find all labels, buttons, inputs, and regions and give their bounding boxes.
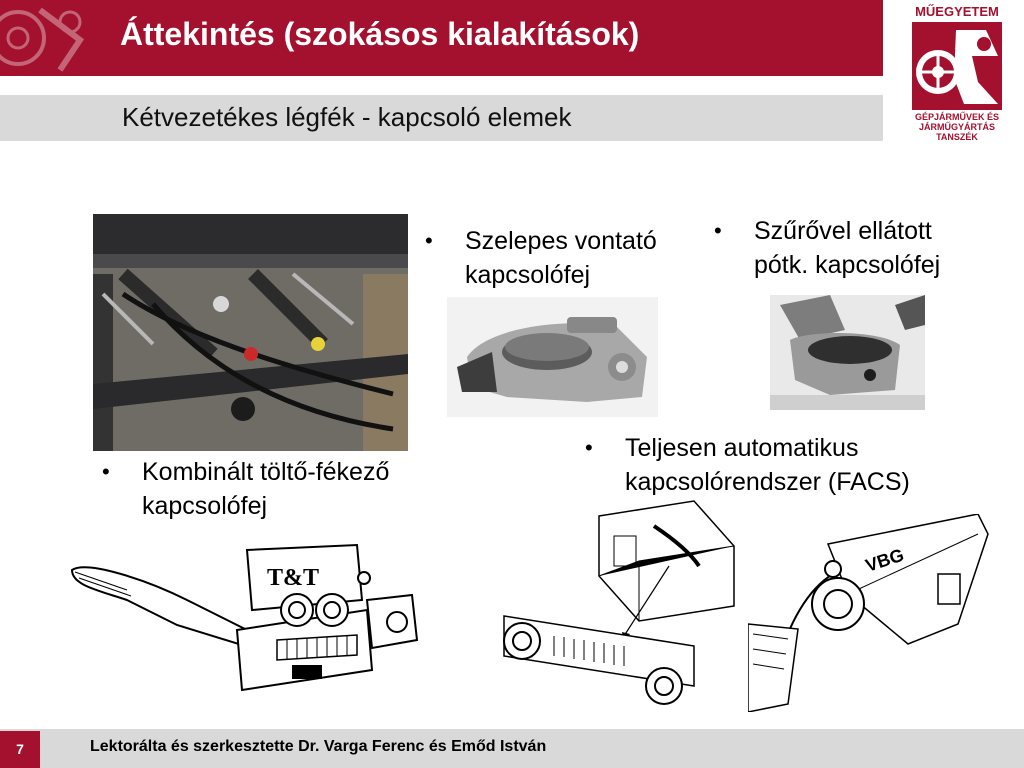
bullet-text: Szelepes vontató kapcsolófej [465,224,657,292]
bullet-facs: • Teljesen automatikus kapcsolórendszer … [585,431,985,501]
bullet-marker: • [714,218,722,243]
footer-bar: Lektorálta és szerkesztette Dr. Varga Fe… [0,729,1024,768]
bullet-line-2: pótk. kapcsolófej [754,251,941,279]
vbg-coupling-drawing: VBG [748,514,994,712]
logo-title: MŰEGYETEM [915,4,999,19]
chassis-photo [93,214,408,451]
bullet-text: Szűrővel ellátott pótk. kapcsolófej [754,214,940,282]
title-bar: Áttekintés (szokásos kialakítások) [0,0,883,76]
bullet-line-1: Szűrővel ellátott [754,217,932,245]
bullet-line-2: kapcsolófej [142,492,268,520]
bullet-filter-head: • Szűrővel ellátott pótk. kapcsolófej [714,214,1014,284]
tt-logo-mark: T&T [267,565,319,591]
bullet-combined-head: • Kombinált töltő-fékező kapcsolófej [102,455,442,525]
bullet-valve-head: • Szelepes vontató kapcsolófej [425,224,725,294]
logo-line-1: GÉPJÁRMŰVEK ÉS [914,112,1000,122]
bullet-marker: • [585,435,593,460]
facs-drawing [494,496,740,711]
bullet-line-2: kapcsolórendszer (FACS) [625,468,910,496]
vehicle-watermark-icon [0,7,85,72]
page-subtitle: Kétvezetékes légfék - kapcsoló elemek [122,102,572,132]
logo-emblem-icon [912,22,1002,110]
logo-line-3: TANSZÉK [936,132,978,142]
combined-coupling-drawing: T&T [67,540,437,712]
bullet-line-2: kapcsolófej [465,261,591,289]
filtered-coupling-photo [770,295,925,410]
bullet-line-1: Teljesen automatikus [625,434,859,462]
bullet-line-1: Kombinált töltő-fékező [142,458,390,486]
bullet-text: Kombinált töltő-fékező kapcsolófej [142,455,389,523]
footer-credit: Lektorálta és szerkesztette Dr. Varga Fe… [90,738,547,755]
university-logo: MŰEGYETEM GÉPJÁRMŰVEK ÉS JÁRMŰGYÁRTÁS TA… [908,2,1006,142]
logo-line-2: JÁRMŰGYÁRTÁS [918,122,995,132]
subtitle-bar: Kétvezetékes légfék - kapcsoló elemek [0,95,883,141]
page-number: 7 [0,731,40,768]
bullet-marker: • [102,459,110,484]
valve-coupling-photo [447,297,658,417]
bullet-text: Teljesen automatikus kapcsolórendszer (F… [625,431,910,499]
bullet-line-1: Szelepes vontató [465,227,657,255]
bullet-marker: • [425,228,433,253]
logo-department: GÉPJÁRMŰVEK ÉS JÁRMŰGYÁRTÁS TANSZÉK [908,112,1006,142]
page-title: Áttekintés (szokásos kialakítások) [120,16,640,52]
